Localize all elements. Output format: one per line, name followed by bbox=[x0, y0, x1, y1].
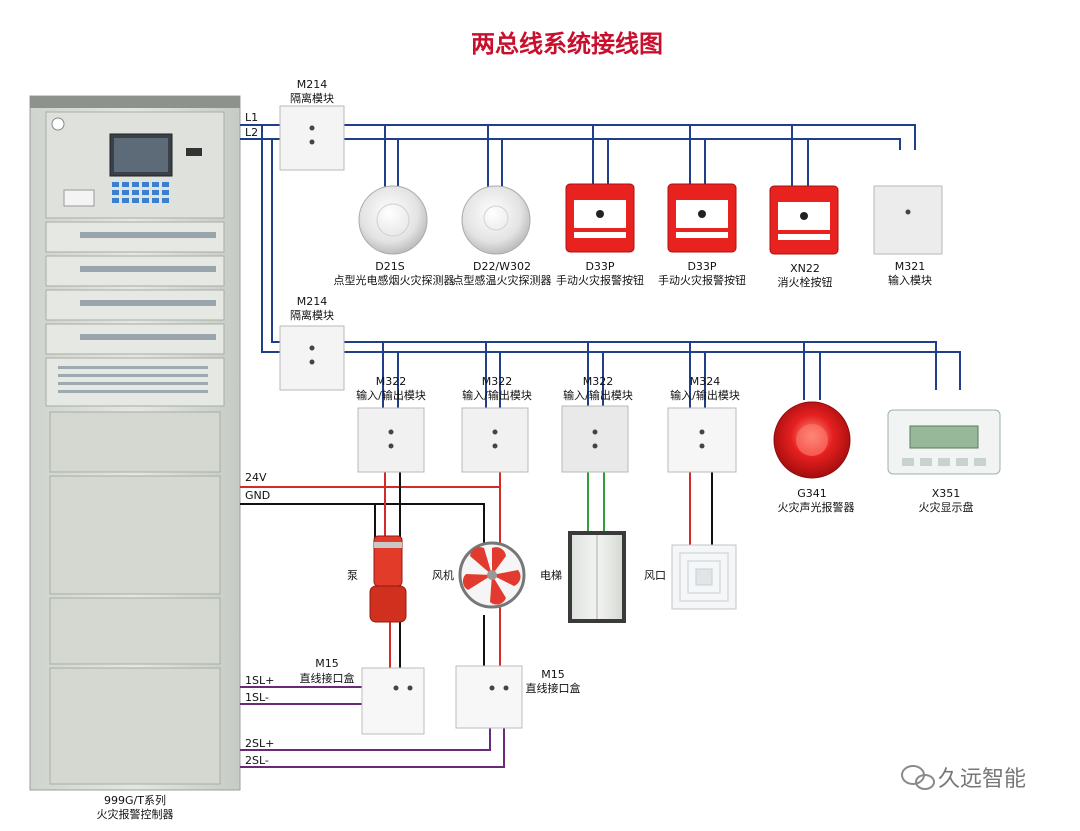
bus1-device-3-name: 手动火灾报警按钮 bbox=[556, 273, 644, 287]
isolator-1-name: 隔离模块 bbox=[290, 91, 334, 105]
direct-box-2-model: M15 bbox=[541, 668, 565, 681]
io-module-3 bbox=[561, 405, 629, 473]
equipment-vent-label: 风口 bbox=[644, 569, 666, 582]
bus2-device-2-model: X351 bbox=[932, 487, 961, 500]
bus2-module-2-model: M322 bbox=[482, 375, 513, 388]
controller-model: 999G/T系列 bbox=[104, 793, 166, 807]
hydrant-button bbox=[769, 185, 839, 255]
brand-logo-icon bbox=[51, 117, 65, 131]
bus2-module-3-model: M322 bbox=[583, 375, 614, 388]
wire-label-l2: L2 bbox=[245, 126, 258, 139]
isolator-2-model: M214 bbox=[297, 295, 328, 308]
bus2-module-4-name: 输入/输出模块 bbox=[670, 388, 740, 402]
controller-cabinet bbox=[29, 95, 241, 791]
isolator-1-model: M214 bbox=[297, 78, 328, 91]
io-module-1 bbox=[357, 407, 425, 473]
equipment-elevator-label: 电梯 bbox=[540, 569, 562, 582]
bus1-device-5-model: XN22 bbox=[790, 262, 820, 275]
wire-label-gnd: GND bbox=[245, 489, 270, 502]
bus1-device-1-name: 点型光电感烟火灾探测器 bbox=[334, 273, 455, 287]
wire-label-l1: L1 bbox=[245, 111, 258, 124]
bus1-device-4-name: 手动火灾报警按钮 bbox=[658, 273, 746, 287]
direct-box-2-name: 直线接口盒 bbox=[526, 681, 581, 695]
direct-box-1-name: 直线接口盒 bbox=[300, 671, 355, 685]
page-title: 两总线系统接线图 bbox=[471, 29, 663, 58]
elevator-icon bbox=[568, 531, 626, 623]
bus1-device-6-name: 输入模块 bbox=[888, 273, 932, 287]
wire-label-2sl-plus: 2SL+ bbox=[245, 737, 274, 750]
manual-call-point-1 bbox=[565, 183, 635, 253]
bus1-device-3-model: D33P bbox=[585, 260, 614, 273]
wire-label-1sl-minus: 1SL- bbox=[245, 691, 269, 704]
pump-icon bbox=[369, 535, 407, 623]
io-module-2 bbox=[461, 407, 529, 473]
isolator-module-2 bbox=[279, 325, 345, 391]
power-wires bbox=[240, 470, 713, 768]
bus1-device-4-model: D33P bbox=[687, 260, 716, 273]
equipment-fan-label: 风机 bbox=[432, 568, 454, 582]
bus1-device-6-model: M321 bbox=[895, 260, 926, 273]
bus2-device-2-name: 火灾显示盘 bbox=[919, 500, 974, 514]
bus1-device-1-model: D21S bbox=[375, 260, 404, 273]
direct-box-1 bbox=[361, 667, 425, 735]
bus2-device-1-model: G341 bbox=[797, 487, 827, 500]
direct-box-2 bbox=[455, 665, 523, 729]
wechat-logo-icon bbox=[901, 765, 935, 790]
bus1-device-2-model: D22/W302 bbox=[473, 260, 531, 273]
isolator-2-name: 隔离模块 bbox=[290, 308, 334, 322]
direct-box-1-model: M15 bbox=[315, 657, 339, 670]
wire-label-2sl-minus: 2SL- bbox=[245, 754, 269, 767]
bus2-device-1-name: 火灾声光报警器 bbox=[778, 500, 855, 514]
bus2-module-1-name: 输入/输出模块 bbox=[356, 388, 426, 402]
manual-call-point-2 bbox=[667, 183, 737, 253]
fire-display-panel bbox=[887, 409, 1001, 475]
smoke-detector bbox=[358, 185, 428, 255]
watermark-text: 久远智能 bbox=[938, 767, 1026, 792]
equipment-pump-label: 泵 bbox=[347, 569, 358, 582]
controller-name: 火灾报警控制器 bbox=[97, 807, 174, 821]
fan-icon bbox=[458, 541, 526, 609]
vent-icon bbox=[671, 544, 737, 610]
io-module-4 bbox=[667, 407, 737, 473]
bus2-module-4-model: M324 bbox=[690, 375, 721, 388]
bus-wires bbox=[240, 124, 961, 410]
bus1-device-5-name: 消火栓按钮 bbox=[778, 275, 833, 289]
input-module bbox=[873, 185, 943, 255]
heat-detector bbox=[461, 185, 531, 255]
bus2-module-3-name: 输入/输出模块 bbox=[563, 388, 633, 402]
bus1-device-2-name: 点型感温火灾探测器 bbox=[453, 273, 552, 287]
strobe-siren bbox=[773, 401, 851, 479]
wire-label-1sl-plus: 1SL+ bbox=[245, 674, 274, 687]
isolator-module-1 bbox=[279, 105, 345, 171]
bus2-module-1-model: M322 bbox=[376, 375, 407, 388]
wire-label-24v: 24V bbox=[245, 471, 267, 484]
bus2-module-2-name: 输入/输出模块 bbox=[462, 388, 532, 402]
